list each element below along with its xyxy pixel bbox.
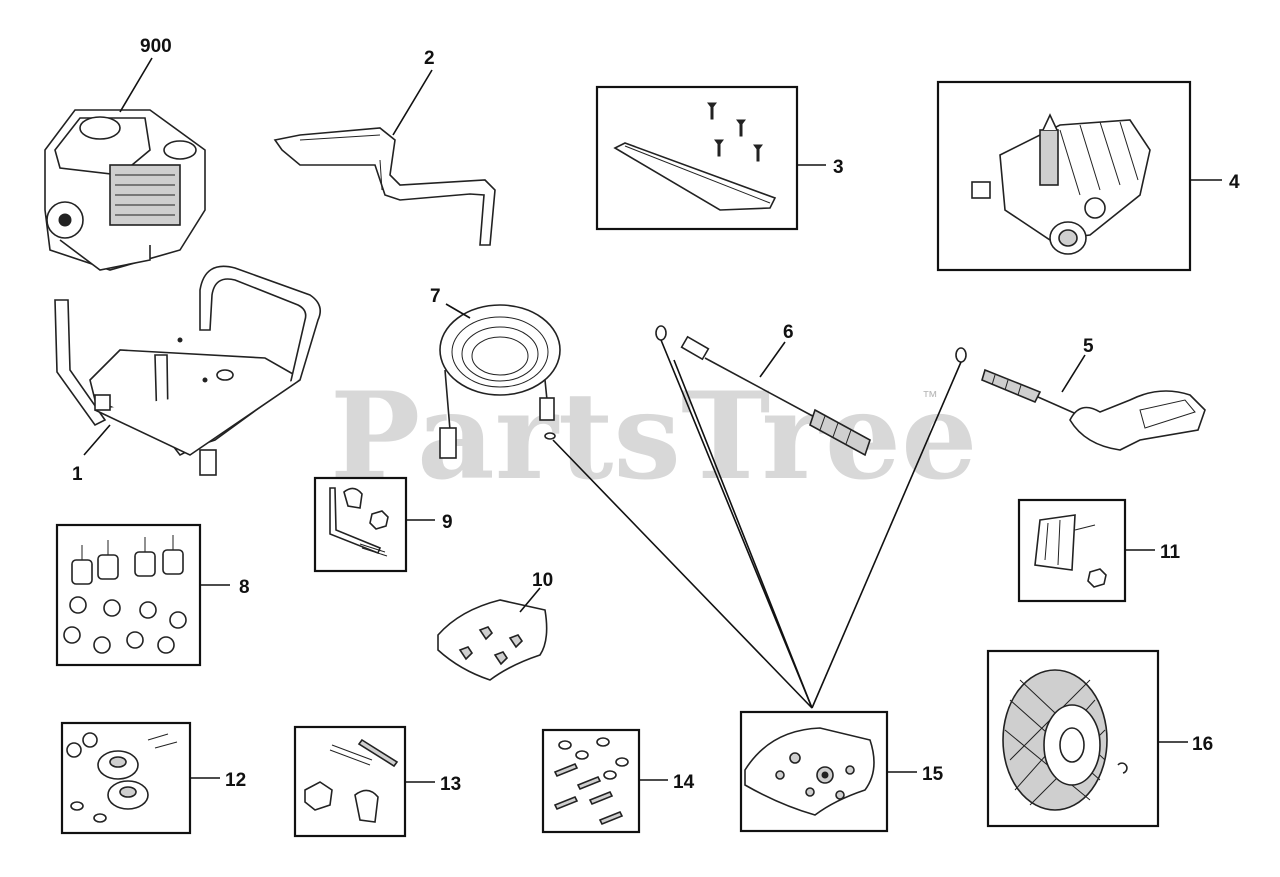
callout-900: 900 [140,36,172,57]
part-14-fastener-kit[interactable] [553,737,629,826]
watermark: PartsTree ™ [330,366,977,507]
part-13-bolt-kit[interactable] [304,738,399,823]
part-4-pump[interactable] [971,113,1151,255]
part-15-oring-kit[interactable] [744,727,875,816]
callout-5: 5 [1083,336,1094,357]
callout-4: 4 [1229,172,1240,193]
callout-9: 9 [442,512,453,533]
callout-14: 14 [673,772,695,793]
leader-15-b [811,361,962,709]
leader-7 [445,303,471,319]
leader-900 [119,57,153,113]
callout-10: 10 [532,570,553,591]
callout-13: 13 [440,774,461,795]
watermark-text: PartsTree [330,366,977,507]
part-9-bolt-kit[interactable] [329,487,389,557]
callout-1: 1 [72,464,83,485]
part-7-hose[interactable] [439,304,561,459]
callout-8: 8 [239,577,250,598]
callout-6: 6 [783,322,794,343]
leader-15-d [673,359,813,709]
part-13-box [293,725,407,838]
part-3-panel-kit[interactable] [613,102,777,211]
leader-1 [83,424,111,456]
leader-10 [519,587,541,613]
part-5-spray-gun[interactable] [955,347,1206,451]
callout-12: 12 [225,770,246,791]
leader-5 [1061,354,1086,393]
part-11-bracket-kit[interactable] [1034,514,1107,588]
part-1-frame[interactable] [54,265,321,476]
part-900-engine[interactable] [44,109,206,271]
part-12-wheel-hardware[interactable] [66,732,178,823]
part-10-nozzle-kit[interactable] [437,599,548,681]
leader-6 [759,341,786,378]
part-2-handle[interactable] [273,127,496,246]
screw-icon [707,102,763,162]
callout-15: 15 [922,764,944,785]
trademark-symbol: ™ [922,389,938,406]
callout-7: 7 [430,286,441,307]
callout-2: 2 [424,48,435,69]
callout-3: 3 [833,157,844,178]
part-16-wheel[interactable] [1002,669,1128,811]
leader-2 [392,69,433,136]
leader-15-c [552,439,813,709]
part-8-isolator-kit[interactable] [63,535,187,654]
callout-11: 11 [1160,542,1181,563]
callout-16: 16 [1192,734,1213,755]
part-6-wand[interactable] [655,325,871,457]
